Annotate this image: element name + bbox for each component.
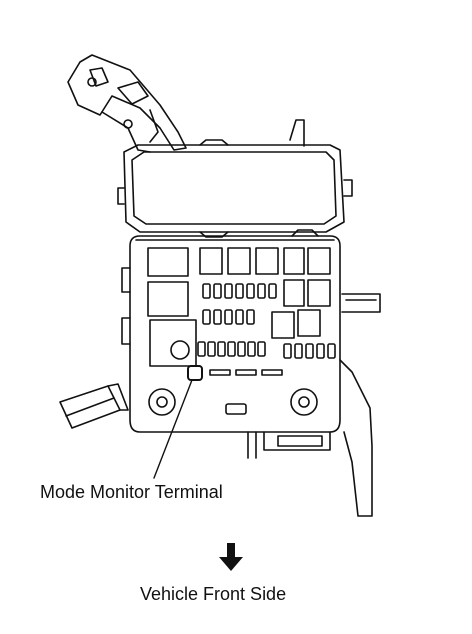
vehicle-front-side-label: Vehicle Front Side [140, 584, 286, 604]
bottom-connector [247, 431, 331, 459]
mounting-bolt-right [290, 388, 318, 416]
down-arrow-icon [219, 543, 243, 571]
mode-monitor-terminal [187, 365, 203, 381]
right-side-bracket [339, 293, 381, 517]
fuse-row-lower [197, 341, 336, 359]
bottom-clip [225, 403, 247, 415]
mode-monitor-terminal-label: Mode Monitor Terminal [40, 482, 223, 502]
upper-right-tab [289, 119, 305, 147]
upper-mounting-bracket [67, 54, 187, 153]
upper-cover [117, 139, 353, 238]
callout-leader-line [153, 379, 193, 479]
wire-harness [59, 383, 129, 429]
fuse-grid-upper [202, 283, 277, 325]
relay-group [147, 247, 331, 339]
mounting-bolt-left [148, 388, 176, 416]
terminal-slots [209, 369, 283, 376]
